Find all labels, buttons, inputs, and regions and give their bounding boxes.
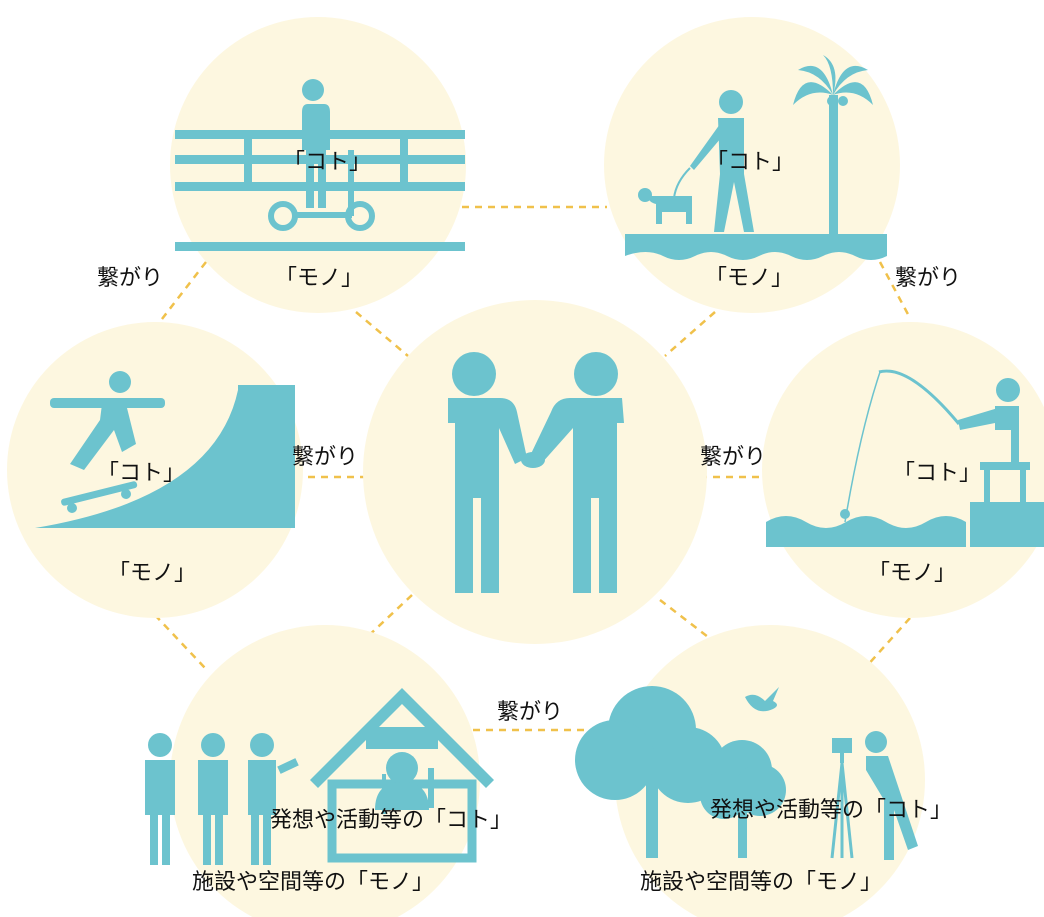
bottom-right-mono-label: 施設や空間等の「モノ」	[640, 870, 883, 895]
link-label-bottom: 繋がり	[497, 700, 564, 725]
bottom-left-koto-label: 発想や活動等の「コト」	[270, 808, 513, 833]
connector-tl-ml	[154, 261, 207, 329]
connector-br-center	[659, 599, 713, 641]
connector-ml-bl	[154, 614, 206, 669]
connector-tr-center	[664, 311, 716, 357]
bottom-right-koto-label: 発想や活動等の「コト」	[710, 798, 953, 823]
top-right-koto-label: 「コト」	[706, 150, 795, 175]
middle-right-mono-label: 「モノ」	[868, 561, 957, 586]
top-left-koto-label: 「コト」	[283, 150, 372, 175]
circle-middle-left	[7, 322, 303, 618]
connector-tr-mr	[878, 261, 912, 319]
top-left-mono-label: 「モノ」	[275, 266, 364, 291]
birdwatching-photographer-icon	[575, 686, 918, 860]
link-label-right-top: 繋がり	[895, 266, 962, 291]
fishing-by-water-icon	[766, 369, 1044, 547]
link-label-left-top: 繋がり	[97, 266, 164, 291]
middle-left-koto-label: 「コト」	[97, 461, 186, 486]
link-label-center-right: 繋がり	[700, 445, 767, 470]
skateboard-ramp-icon	[35, 371, 295, 528]
middle-left-mono-label: 「モノ」	[108, 561, 197, 586]
top-right-mono-label: 「モノ」	[705, 266, 794, 291]
link-label-center-left: 繋がり	[292, 445, 359, 470]
circle-center	[363, 300, 707, 644]
dog-walk-by-palm-tree-icon	[625, 55, 887, 260]
handshake-icon	[448, 352, 624, 593]
connector-mr-br	[864, 617, 911, 669]
connector-tl-center	[355, 311, 409, 357]
bottom-left-mono-label: 施設や空間等の「モノ」	[192, 870, 435, 895]
people-at-cafe-house-icon	[145, 688, 494, 865]
middle-right-koto-label: 「コト」	[893, 461, 982, 486]
electric-scooter-on-bridge-icon	[175, 79, 465, 251]
